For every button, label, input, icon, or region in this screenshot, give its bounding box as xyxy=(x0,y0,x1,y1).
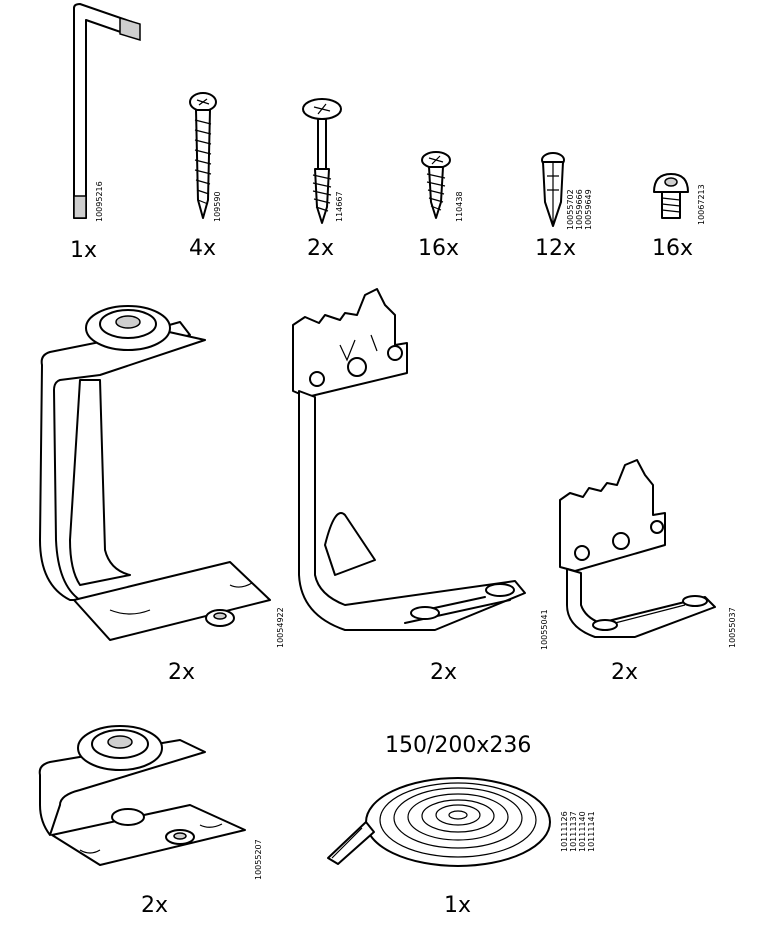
part-code-wall-plug: 10055702 10059666 10059649 xyxy=(566,189,593,230)
qty-hex-key: 1x xyxy=(70,238,98,263)
roller-bracket-short-icon xyxy=(38,725,246,866)
part-code-roller-bracket-tall: 10054922 xyxy=(276,607,285,648)
qty-screw-short: 16x xyxy=(418,236,460,261)
part-code-guide-bracket-short: 10055037 xyxy=(728,607,737,648)
part-code-roller-bracket-short: 10055207 xyxy=(254,839,263,880)
qty-wall-plug: 12x xyxy=(535,236,577,261)
screw-long xyxy=(185,90,225,225)
part-code-screw-long: 109590 xyxy=(213,191,222,222)
qty-guide-bracket-tall: 2x xyxy=(430,660,458,685)
guide-bracket-tall xyxy=(285,285,535,645)
qty-guide-bracket-short: 2x xyxy=(611,660,639,685)
wall-plug xyxy=(535,150,575,230)
qty-brush-strip: 1x xyxy=(444,893,472,918)
qty-roller-bracket-tall: 2x xyxy=(168,660,196,685)
part-code-bolt: 10067213 xyxy=(697,184,706,225)
screw-long-icon xyxy=(189,92,217,219)
brush-strip xyxy=(318,760,558,870)
part-code-screw-short: 110438 xyxy=(455,191,464,222)
guide-bracket-short-icon xyxy=(559,459,716,638)
part-code-guide-bracket-tall: 10055041 xyxy=(540,609,549,650)
bolt xyxy=(650,172,695,227)
qty-screw-long: 4x xyxy=(189,236,217,261)
wall-plug-icon xyxy=(541,152,565,227)
part-code-brush-strip: 10111126 10111137 10111140 10111141 xyxy=(560,811,596,852)
roller-bracket-short xyxy=(30,710,255,875)
hex-key xyxy=(60,0,160,230)
brush-strip-icon xyxy=(327,777,551,867)
screw-short-icon xyxy=(421,151,451,219)
screw-washer-icon xyxy=(302,98,342,224)
guide-bracket-short xyxy=(555,455,725,645)
roller-bracket-tall-icon xyxy=(39,305,271,641)
guide-bracket-tall-icon xyxy=(292,288,526,631)
screw-washer xyxy=(300,95,345,230)
qty-screw-washer: 2x xyxy=(307,236,335,261)
screw-short xyxy=(418,150,458,225)
qty-roller-bracket-short: 2x xyxy=(141,893,169,918)
part-code-screw-washer: 114667 xyxy=(335,191,344,222)
hex-key-icon xyxy=(73,3,141,219)
part-code-hex-key: 10095216 xyxy=(95,181,104,222)
strip-dimension: 150/200x236 xyxy=(385,733,532,758)
roller-bracket-tall xyxy=(30,300,280,650)
bolt-icon xyxy=(653,173,689,219)
qty-bolt: 16x xyxy=(652,236,694,261)
